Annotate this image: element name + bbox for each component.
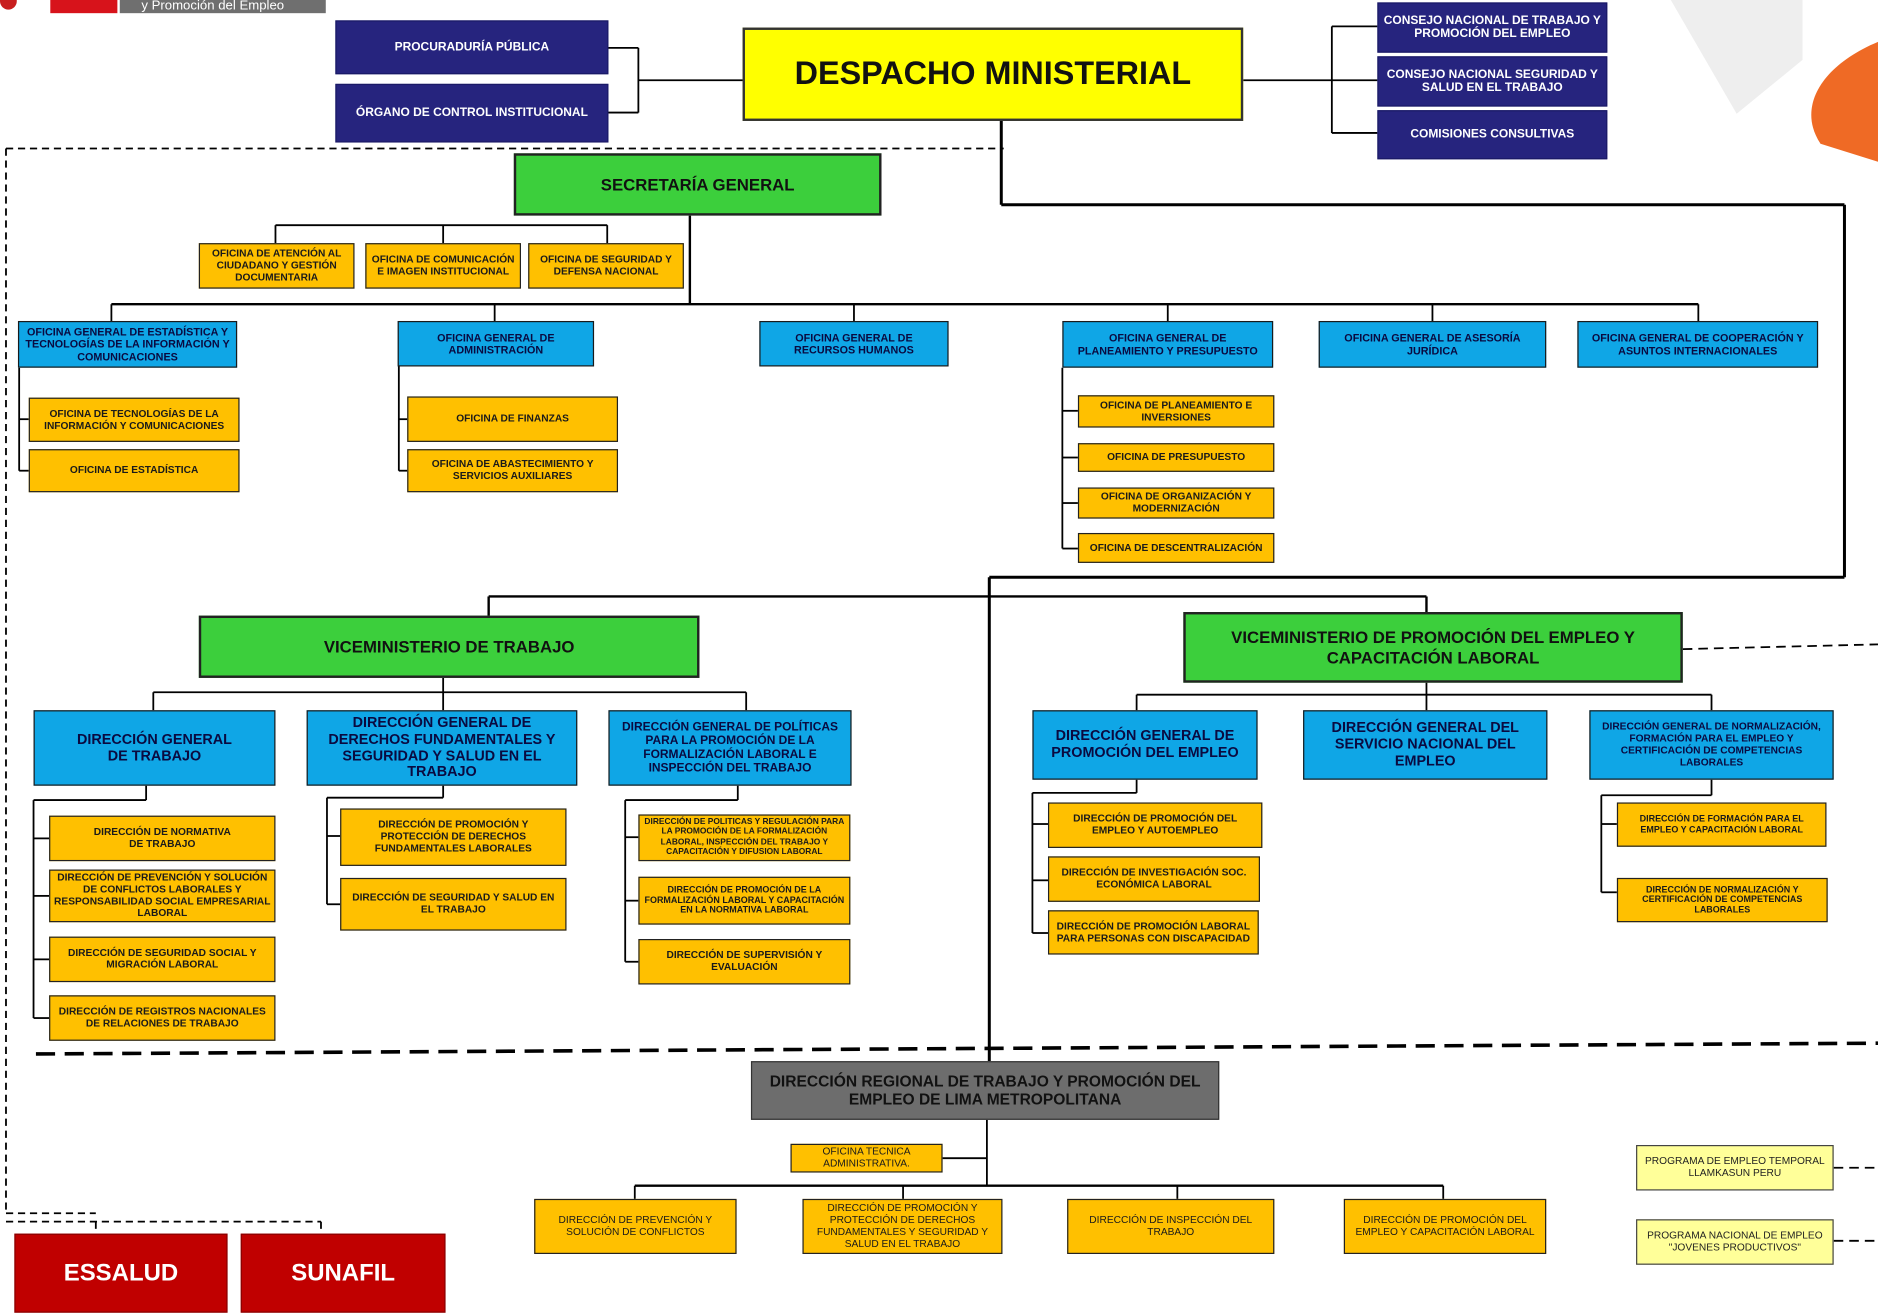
direccion-prevencion-conflictos: DIRECCIÓN DE PREVENCIÓN Y SOLUCIÓN DE CO… [49, 869, 276, 923]
oficina-atencion-ciudadano: OFICINA DE ATENCIÓN AL CIUDADANO Y GESTI… [198, 243, 355, 289]
essalud: ESSALUD [14, 1233, 228, 1313]
direccion-normativa-trabajo: DIRECCIÓN DE NORMATIVA DE TRABAJO [49, 815, 276, 862]
direccion-general-trabajo: DIRECCIÓN GENERAL DE TRABAJO [33, 710, 276, 786]
oficina-comunicacion: OFICINA DE COMUNICACIÓN E IMAGEN INSTITU… [365, 243, 521, 289]
oficina-estadistica: OFICINA DE ESTADÍSTICA [28, 449, 240, 493]
direccion-promocion-empleo-capacitacion: DIRECCIÓN DE PROMOCIÓN DEL EMPLEO Y CAPA… [1343, 1198, 1547, 1254]
viceministerio-promocion-empleo: VICEMINISTERIO DE PROMOCIÓN DEL EMPLEO Y… [1183, 612, 1683, 683]
direccion-seguridad-salud-trabajo: DIRECCIÓN DE SEGURIDAD Y SALUD EN EL TRA… [340, 877, 567, 931]
decor-grey-shape [1670, 0, 1803, 114]
oficina-general-asesoria-juridica: OFICINA GENERAL DE ASESORÍA JURÍDICA [1318, 320, 1547, 368]
direccion-supervision-evaluacion: DIRECCIÓN DE SUPERVISIÓN Y EVALUACIÓN [638, 938, 851, 985]
procuraduria-publica: PROCURADURÍA PÚBLICA [335, 20, 609, 75]
direccion-registros-nacionales: DIRECCIÓN DE REGISTROS NACIONALES DE REL… [49, 995, 276, 1041]
programa-jovenes-productivos: PROGRAMA NACIONAL DE EMPLEO "JOVENES PRO… [1636, 1219, 1834, 1265]
oficina-abastecimiento: OFICINA DE ABASTECIMIENTO Y SERVICIOS AU… [407, 449, 619, 493]
oficina-general-cooperacion: OFICINA GENERAL DE COOPERACIÓN Y ASUNTOS… [1577, 320, 1819, 368]
oficina-general-estadistica-tic: OFICINA GENERAL DE ESTADÍSTICA Y TECNOLO… [17, 320, 238, 368]
organo-control-institucional: ÓRGANO DE CONTROL INSTITUCIONAL [335, 83, 609, 143]
direccion-prevencion-solucion-conflictos: DIRECCIÓN DE PREVENCIÓN Y SOLUCIÓN DE CO… [534, 1198, 737, 1254]
decor-orange-shape [1811, 41, 1878, 162]
consejo-trabajo-promocion: CONSEJO NACIONAL DE TRABAJO Y PROMOCIÓN … [1377, 2, 1608, 53]
oficina-seguridad-defensa: OFICINA DE SEGURIDAD Y DEFENSA NACIONAL [528, 243, 684, 289]
consejo-seguridad-salud: CONSEJO NACIONAL SEGURIDAD Y SALUD EN EL… [1377, 56, 1608, 107]
programa-llamkasun-peru: PROGRAMA DE EMPLEO TEMPORAL LLAMKASUN PE… [1636, 1145, 1834, 1191]
direccion-general-politicas-formalizacion: DIRECCIÓN GENERAL DE POLÍTICAS PARA LA P… [608, 710, 852, 786]
comisiones-consultivas: COMISIONES CONSULTIVAS [1377, 110, 1608, 160]
direccion-promocion-formalizacion: DIRECCIÓN DE PROMOCIÓN DE LA FORMALIZACI… [638, 876, 851, 925]
direccion-seguridad-social-migracion: DIRECCIÓN DE SEGURIDAD SOCIAL Y MIGRACIÓ… [49, 936, 276, 983]
direccion-regional-lima: DIRECCIÓN REGIONAL DE TRABAJO Y PROMOCIÓ… [750, 1061, 1220, 1120]
oficina-tecnologias-informacion: OFICINA DE TECNOLOGÍAS DE LA INFORMACIÓN… [28, 397, 240, 442]
direccion-inspeccion-trabajo: DIRECCIÓN DE INSPECCIÓN DEL TRABAJO [1067, 1198, 1275, 1254]
oficina-planeamiento-inversiones: OFICINA DE PLANEAMIENTO E INVERSIONES [1077, 395, 1275, 428]
viceministerio-trabajo: VICEMINISTERIO DE TRABAJO [198, 615, 700, 678]
oficina-presupuesto: OFICINA DE PRESUPUESTO [1077, 443, 1275, 472]
direccion-normalizacion-certificacion: DIRECCIÓN DE NORMALIZACIÓN Y CERTIFICACI… [1616, 877, 1828, 923]
oficina-finanzas: OFICINA DE FINANZAS [407, 396, 619, 442]
oficina-organizacion-modernizacion: OFICINA DE ORGANIZACIÓN Y MODERNIZACIÓN [1077, 487, 1275, 519]
despacho-ministerial: DESPACHO MINISTERIAL [742, 27, 1244, 121]
direccion-general-normalizacion: DIRECCIÓN GENERAL DE NORMALIZACIÓN, FORM… [1589, 710, 1834, 780]
direccion-promocion-empleo-autoempleo: DIRECCIÓN DE PROMOCIÓN DEL EMPLEO Y AUTO… [1047, 802, 1263, 848]
direccion-promocion-derechos-fundamentales: DIRECCIÓN DE PROMOCIÓN Y PROTECCIÓN DE D… [340, 808, 567, 866]
oficina-tecnica-administrativa: OFICINA TECNICA ADMINISTRATIVA. [790, 1143, 943, 1173]
sunafil: SUNAFIL [240, 1233, 446, 1313]
oficina-descentralizacion: OFICINA DE DESCENTRALIZACIÓN [1077, 532, 1275, 563]
direccion-promocion-laboral-discapacidad: DIRECCIÓN DE PROMOCIÓN LABORAL PARA PERS… [1047, 910, 1259, 955]
peru-flag-icon [50, 0, 118, 14]
coat-of-arms-icon [0, 0, 17, 10]
direccion-general-promocion-empleo: DIRECCIÓN GENERAL DE PROMOCIÓN DEL EMPLE… [1032, 710, 1258, 780]
direccion-investigacion-socio-economica: DIRECCIÓN DE INVESTIGACIÓN SOC. ECONÓMIC… [1047, 856, 1260, 902]
direccion-formacion-empleo: DIRECCIÓN DE FORMACIÓN PARA EL EMPLEO Y … [1616, 802, 1827, 847]
direccion-general-servicio-nacional-empleo: DIRECCIÓN GENERAL DEL SERVICIO NACIONAL … [1303, 710, 1548, 780]
ministry-name: y Promoción del Empleo [119, 0, 326, 14]
ministry-logo: y Promoción del Empleo [0, 0, 326, 14]
secretaria-general: SECRETARÍA GENERAL [513, 153, 882, 216]
oficina-general-recursos-humanos: OFICINA GENERAL DE RECURSOS HUMANOS [759, 320, 949, 367]
dashed-lines [5, 147, 1878, 1242]
oficina-general-planeamiento: OFICINA GENERAL DE PLANEAMIENTO Y PRESUP… [1062, 320, 1274, 368]
direccion-general-derechos-fundamentales: DIRECCIÓN GENERAL DE DERECHOS FUNDAMENTA… [306, 710, 578, 786]
oficina-general-administracion: OFICINA GENERAL DE ADMINISTRACIÓN [397, 320, 595, 367]
direccion-politicas-regulacion: DIRECCIÓN DE POLITICAS Y REGULACIÓN PARA… [638, 814, 851, 862]
direccion-promocion-proteccion-derechos: DIRECCIÓN DE PROMOCIÓN Y PROTECCIÓN DE D… [802, 1198, 1003, 1254]
connectors [18, 25, 1846, 1199]
